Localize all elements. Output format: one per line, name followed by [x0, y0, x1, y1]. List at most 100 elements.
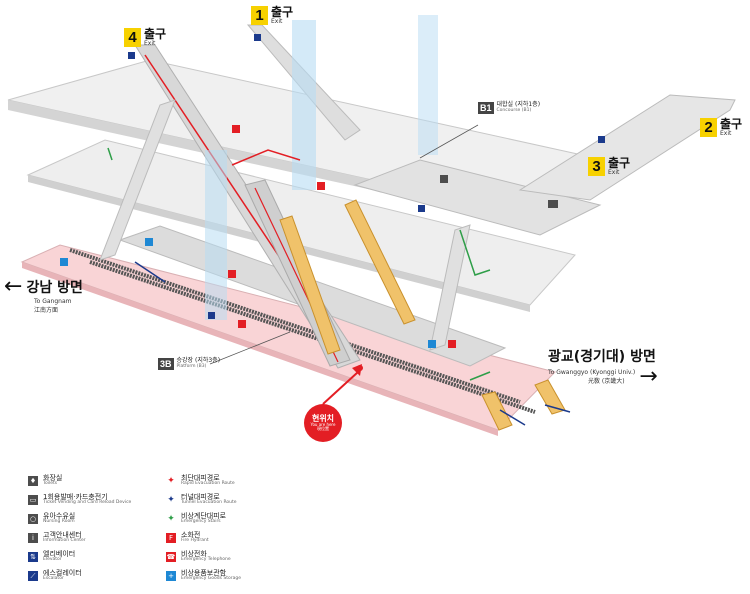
exit-number: 1 — [251, 6, 268, 25]
track — [89, 260, 536, 414]
fire-hydrant-icon — [317, 182, 325, 190]
exit-number: 3 — [588, 157, 605, 176]
exit-label: 출구 — [271, 5, 294, 19]
direction-name-hanja: 江南方面 — [34, 307, 59, 314]
level-code: B1 — [478, 102, 494, 114]
exit-1-badge: 1 출구 Exit — [251, 6, 293, 25]
exit-label: 출구 — [720, 117, 743, 131]
level-name-en: Concourse (B1) — [496, 107, 532, 113]
escalator-icon: ⟋ — [28, 571, 38, 582]
level-name: 승강장 (지하3층) — [176, 357, 221, 365]
arrow-right-icon: → — [639, 364, 658, 389]
concourse-callout: B1 대합실 (지하1층) Concourse (B1) — [478, 102, 540, 114]
direction-name: 광교(경기대) 방면 — [548, 349, 656, 365]
tunnel-route-line — [544, 404, 571, 413]
rapid-route-line — [231, 149, 301, 166]
legend-label: 비상전화 — [181, 550, 207, 558]
exit-3-badge: 3 출구 Exit — [588, 157, 630, 176]
direction-name-en: To Gangnam — [34, 298, 72, 305]
fire-hydrant-icon — [228, 270, 236, 278]
tunnel-route-line — [134, 261, 166, 283]
current-location-label-hanja: 現位置 — [317, 426, 329, 432]
information-icon: i — [28, 533, 38, 544]
exit-4-badge: 4 출구 Exit — [124, 28, 166, 47]
exit-label-en: Exit — [271, 18, 283, 25]
concourse-rooms — [353, 159, 602, 236]
arrow-left-icon: ← — [4, 274, 23, 299]
elevator-icon: ⇅ — [28, 552, 38, 563]
exit-label-en: Exit — [608, 169, 620, 176]
legend-label-en: Rapid Evacuation Route — [181, 481, 235, 487]
track — [69, 248, 521, 404]
restroom-icon — [548, 200, 558, 208]
emergency-storage-icon: + — [166, 571, 176, 582]
emergency-stairs — [481, 391, 513, 431]
legend-label: 에스컬레이터 — [43, 569, 82, 577]
direction-name-en: To Gwanggyo (Kyonggi Univ.) — [548, 369, 636, 376]
current-location-dot — [357, 365, 363, 371]
legend-label: 1회용발매·카드충전기 — [43, 493, 108, 501]
level-code: 3B — [158, 358, 174, 370]
legend-label: 유아수유실 — [43, 512, 76, 520]
fire-hydrant-icon — [238, 320, 246, 328]
level-callout-leader — [209, 331, 291, 365]
legend-label: 비상용품보관함 — [181, 569, 227, 577]
current-location-marker: 현위치 You are here 現位置 — [304, 404, 342, 442]
legend-label-en: Emergency Telephone — [181, 557, 231, 563]
legend-label-en: Ticket Vending and Card Reload Device — [43, 500, 132, 506]
elevator-icon — [254, 34, 261, 41]
exit-number: 2 — [700, 118, 717, 137]
exit-label-en: Exit — [144, 40, 156, 47]
support-column — [429, 224, 471, 351]
emergency-stairs-icon: ✦ — [167, 514, 175, 525]
exit-2-badge: 2 출구 Exit — [700, 118, 742, 137]
level-callout-leader — [419, 124, 479, 159]
elevator-shaft — [205, 150, 227, 320]
stairs-route-line — [469, 371, 491, 381]
elevator-icon — [208, 312, 215, 319]
legend-label-en: Emergency Stairs — [181, 519, 221, 525]
platform-level-edge — [22, 262, 498, 436]
mezzanine-level — [26, 139, 576, 306]
elevator-shaft — [292, 20, 316, 190]
direction-gwanggyo: 광교(경기대) 방면 To Gwanggyo (Kyonggi Univ.) 光… — [548, 346, 658, 388]
platform-callout: 3B 승강장 (지하3층) Platform (B3) — [158, 358, 220, 370]
legend-label-en: Toilets — [43, 481, 58, 487]
support-column — [99, 99, 176, 261]
elevator-icon — [128, 52, 135, 59]
exit-label-en: Exit — [720, 130, 732, 137]
legend-label: 소화전 — [181, 531, 201, 539]
level-name-en: Platform (B3) — [176, 363, 207, 369]
direction-gangnam: ← 강남 방면 To Gangnam 江南方面 — [4, 274, 83, 315]
legend-label: 화장실 — [43, 474, 63, 482]
emergency-stairs — [279, 215, 341, 355]
legend-label: 고객안내센터 — [43, 531, 82, 539]
rapid-evacuation-icon: ✦ — [167, 476, 175, 487]
nursing-room-icon: ○ — [28, 514, 38, 525]
elevator-icon — [418, 205, 425, 212]
legend-label-en: Information Center — [43, 538, 86, 544]
legend-label: 비상계단대피로 — [181, 512, 227, 520]
legend-label-en: Fire Hydrant — [181, 538, 209, 544]
legend-label: 엘리베이터 — [43, 550, 76, 558]
legend-label: 터널대피경로 — [181, 493, 220, 501]
emergency-storage-icon — [60, 258, 68, 266]
exit-label: 출구 — [608, 156, 631, 170]
tunnel-evacuation-icon: ✦ — [167, 495, 175, 506]
legend-label-en: Escalator — [43, 576, 64, 582]
stairs-route-line — [107, 147, 113, 161]
exit2-passage — [518, 94, 736, 201]
